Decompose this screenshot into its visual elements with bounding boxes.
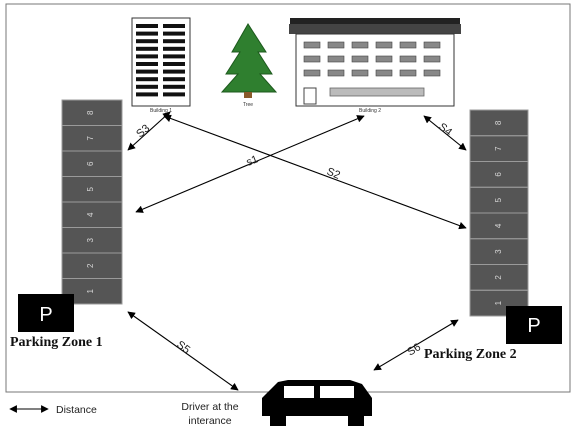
parking-sign-1: P [18,294,74,332]
building-1-window [136,84,158,89]
building-2-label: Building 2 [359,108,381,114]
parking-zone-1-slot-number: 8 [86,110,95,115]
building-1-window [163,92,185,97]
distance-label-s2: S2 [325,166,342,182]
building-2-window [303,55,321,63]
building-2-window [423,41,441,49]
building-1-window [136,46,158,51]
building-1-label: Building 1 [150,108,172,114]
building-2-window [303,69,321,77]
building-1: Building 1 [131,17,191,114]
parking-zone-2-slot-number: 8 [494,120,503,125]
building-1-window [163,31,185,36]
building-1-window [136,54,158,59]
building-2-window [399,69,417,77]
parking-zone-2-slot-number: 6 [494,172,503,177]
parking-sign-2-letter: P [527,315,540,337]
parking-zone-1-slot-number: 2 [86,263,95,268]
building-2-window [375,41,393,49]
building-1-window [163,62,185,66]
building-2-window [351,55,369,63]
building-1-window [163,69,185,74]
distance-label-s4: S4 [436,121,454,139]
building-1-window [163,24,185,28]
building-2-window [399,41,417,49]
building-1-window [163,54,185,59]
parking-zone-1-slot-number: 7 [86,135,95,140]
parking-sign-2: P [506,306,562,344]
distance-arrow-s2 [163,114,467,230]
parking-zone-1-slot-number: 3 [86,237,95,242]
distance-label-s6: S6 [405,341,423,358]
parking-zone-2-slot-number: 5 [494,197,503,202]
building-2-window [351,41,369,49]
building-1-window [163,77,185,82]
building-1-window [163,46,185,51]
parking-zone-2-slot-number: 3 [494,249,503,254]
building-1-window [136,62,158,66]
building-1-window [136,31,158,36]
parking-zone-2-slot-number: 1 [494,300,503,305]
building-2-window [327,69,345,77]
building-1-window [163,84,185,89]
distance-arrow-s5 [127,311,239,391]
distance-label-s5: S5 [174,339,192,357]
building-2-window [303,41,321,49]
distance-label-s3: S3 [134,122,152,140]
parking-zone-2-column: 1 2 3 4 5 6 7 8 [469,109,529,317]
building-2-window [399,55,417,63]
building-2-window [351,69,369,77]
building-1-window [136,69,158,74]
building-2-window [327,55,345,63]
parking-zone-2-slot-number: 2 [494,275,503,280]
building-2-window [375,69,393,77]
building-2-window [423,55,441,63]
legend-label: Distance [56,404,97,416]
building-1-window [136,24,158,28]
building-2: Building 2 [289,18,461,114]
parking-zone-1-slot-number: 4 [86,212,95,217]
parking-zone-1-slot-number: 6 [86,161,95,166]
driver-label-line1: Driver at the [181,401,238,413]
building-1-window [136,92,158,97]
parking-zone-1-column: 1 2 3 4 5 6 7 8 [61,99,123,305]
parking-zone-2-slot-number: 4 [494,223,503,228]
distance-arrow-s6 [373,319,459,371]
parking-zone-1-slot [61,99,123,126]
driver-label-line2: interance [188,415,231,427]
parking-zone-1-slot-number: 5 [86,186,95,191]
building-1-window [163,39,185,44]
parking-zone-2-slot [469,109,529,137]
parking-zone-1-label: Parking Zone 1 [10,335,103,350]
building-1-window [136,39,158,44]
car-icon [262,380,372,426]
tree-label: Tree [243,102,253,108]
tree-icon: Tree [220,23,278,108]
distance-arrow-s4 [423,115,467,151]
building-1-window [136,77,158,82]
building-2-window [375,55,393,63]
distance-label-s1: s1 [245,153,260,168]
building-2-window [327,41,345,49]
parking-sign-1-letter: P [39,304,52,326]
parking-zone-2-label: Parking Zone 2 [424,347,517,362]
building-2-window [423,69,441,77]
distance-arrow-s3 [127,111,171,151]
parking-zone-1-slot-number: 1 [86,288,95,293]
parking-zone-2-slot-number: 7 [494,146,503,151]
